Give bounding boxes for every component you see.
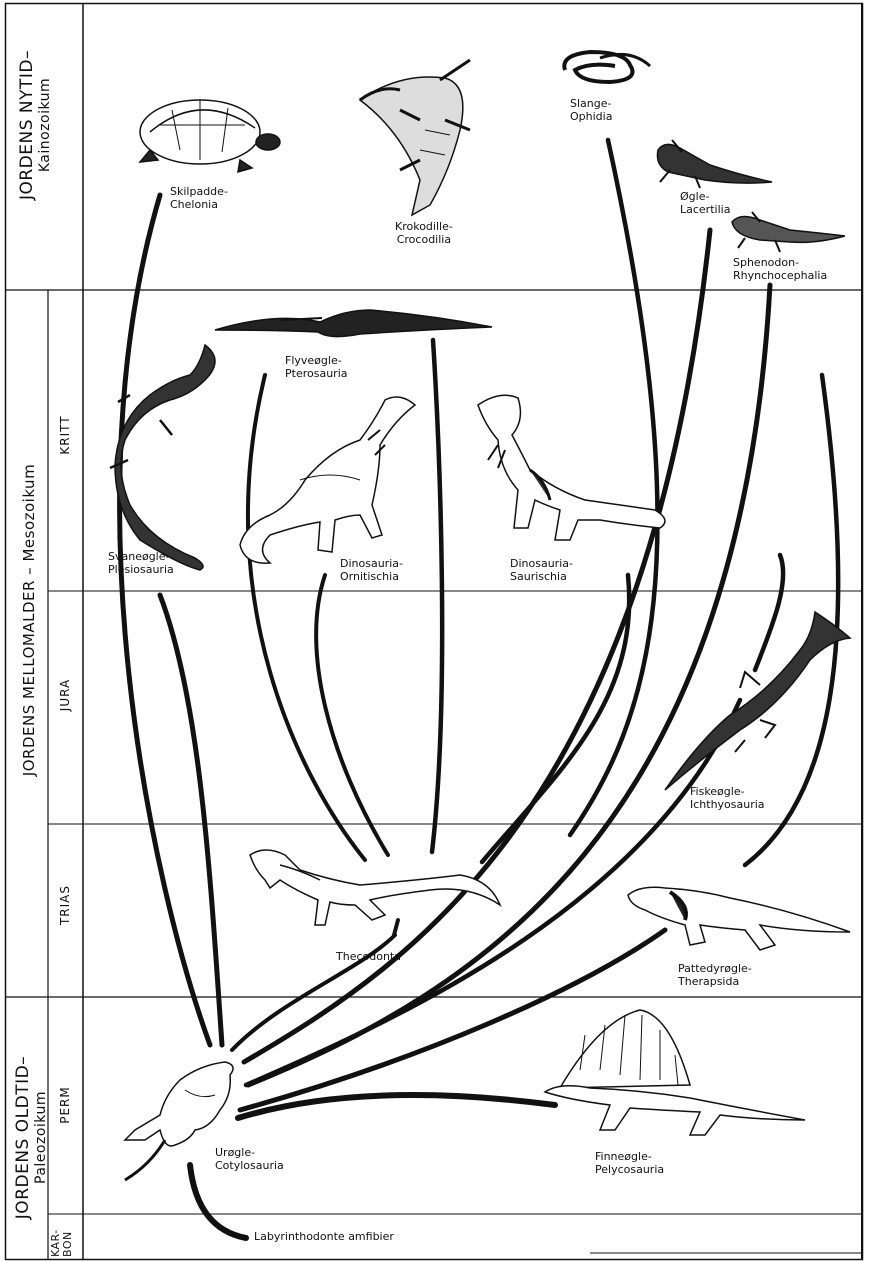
era-subtitle: Paleozoikum (33, 1030, 49, 1245)
therapsida-illustration (628, 887, 850, 950)
thecodonta-illustration (250, 850, 500, 925)
karbon-line-1: KAR- (50, 1229, 61, 1257)
ornitischia-illustration (240, 397, 415, 563)
period-label-karbon: KAR- BON (48, 1215, 82, 1259)
pterosaur-illustration (215, 310, 492, 337)
branch-crocodilia (432, 340, 442, 852)
branch-ichthyosauria-upper (755, 555, 783, 670)
label-plesiosauria: Svaneøgle- Plesiosauria (108, 550, 174, 576)
branch-plesiosauria (160, 595, 222, 1045)
period-label-trias: TRIAS (58, 860, 72, 950)
branch-chelonia (120, 195, 210, 1045)
label-cotylosauria: Urøgle- Cotylosauria (215, 1146, 284, 1172)
period-label-kritt: KRITT (58, 390, 72, 480)
label-lacertilia: Øgle- Lacertilia (680, 190, 730, 216)
era-name: JORDENS OLDTID– (14, 1030, 33, 1245)
lizard-illustration (657, 140, 772, 188)
label-thecodonta: Thecodonta (336, 950, 401, 963)
label-pterosauria: Flyveøgle- Pterosauria (285, 354, 348, 380)
karbon-line-2: BON (62, 1231, 73, 1257)
era-subtitle: Kainozoikum (37, 15, 53, 235)
era-label-mesozoikum: JORDENS MELLOMALDER – Mesozoikum (20, 340, 39, 900)
label-ornitischia: Dinosauria- Ornitischia (340, 557, 403, 583)
crocodile-illustration (360, 60, 470, 215)
label-saurischia: Dinosauria- Saurischia (510, 557, 573, 583)
label-rhynchocephalia: Sphenodon- Rhynchocephalia (733, 256, 827, 282)
label-labyrinthodonte: Labyrinthodonte amfibier (254, 1230, 394, 1243)
branch-ornitischia (316, 575, 388, 855)
branch-ophidia (570, 140, 658, 835)
era-name: JORDENS MELLOMALDER – Mesozoikum (20, 340, 39, 900)
label-crocodilia: Krokodille- Crocodilia (395, 220, 453, 246)
branch-labyrinthodonte (190, 1165, 246, 1238)
label-ophidia: Slange- Ophidia (570, 97, 612, 123)
era-name: JORDENS NYTID– (18, 15, 37, 235)
turtle-illustration (140, 100, 280, 172)
saurischia-illustration (478, 395, 665, 540)
label-ichthyosauria: Fiskeøgle- Ichthyosauria (690, 785, 765, 811)
period-label-jura: JURA (58, 650, 72, 740)
sphenodon-illustration (732, 212, 845, 252)
era-label-paleozoikum: JORDENS OLDTID– Paleozoikum (14, 1030, 49, 1245)
ichthyosaur-illustration (665, 612, 850, 790)
label-pelycosauria: Finneøgle- Pelycosauria (595, 1150, 664, 1176)
era-dividers (5, 290, 862, 997)
era-label-kainozoikum: JORDENS NYTID– Kainozoikum (18, 15, 53, 235)
period-label-perm: PERM (58, 1060, 72, 1150)
label-therapsida: Pattedyrøgle- Therapsida (678, 962, 752, 988)
label-chelonia: Skilpadde- Chelonia (170, 185, 228, 211)
snake-illustration (564, 52, 650, 82)
pelycosauria-illustration (545, 1010, 805, 1135)
branch-saurischia (482, 575, 629, 862)
